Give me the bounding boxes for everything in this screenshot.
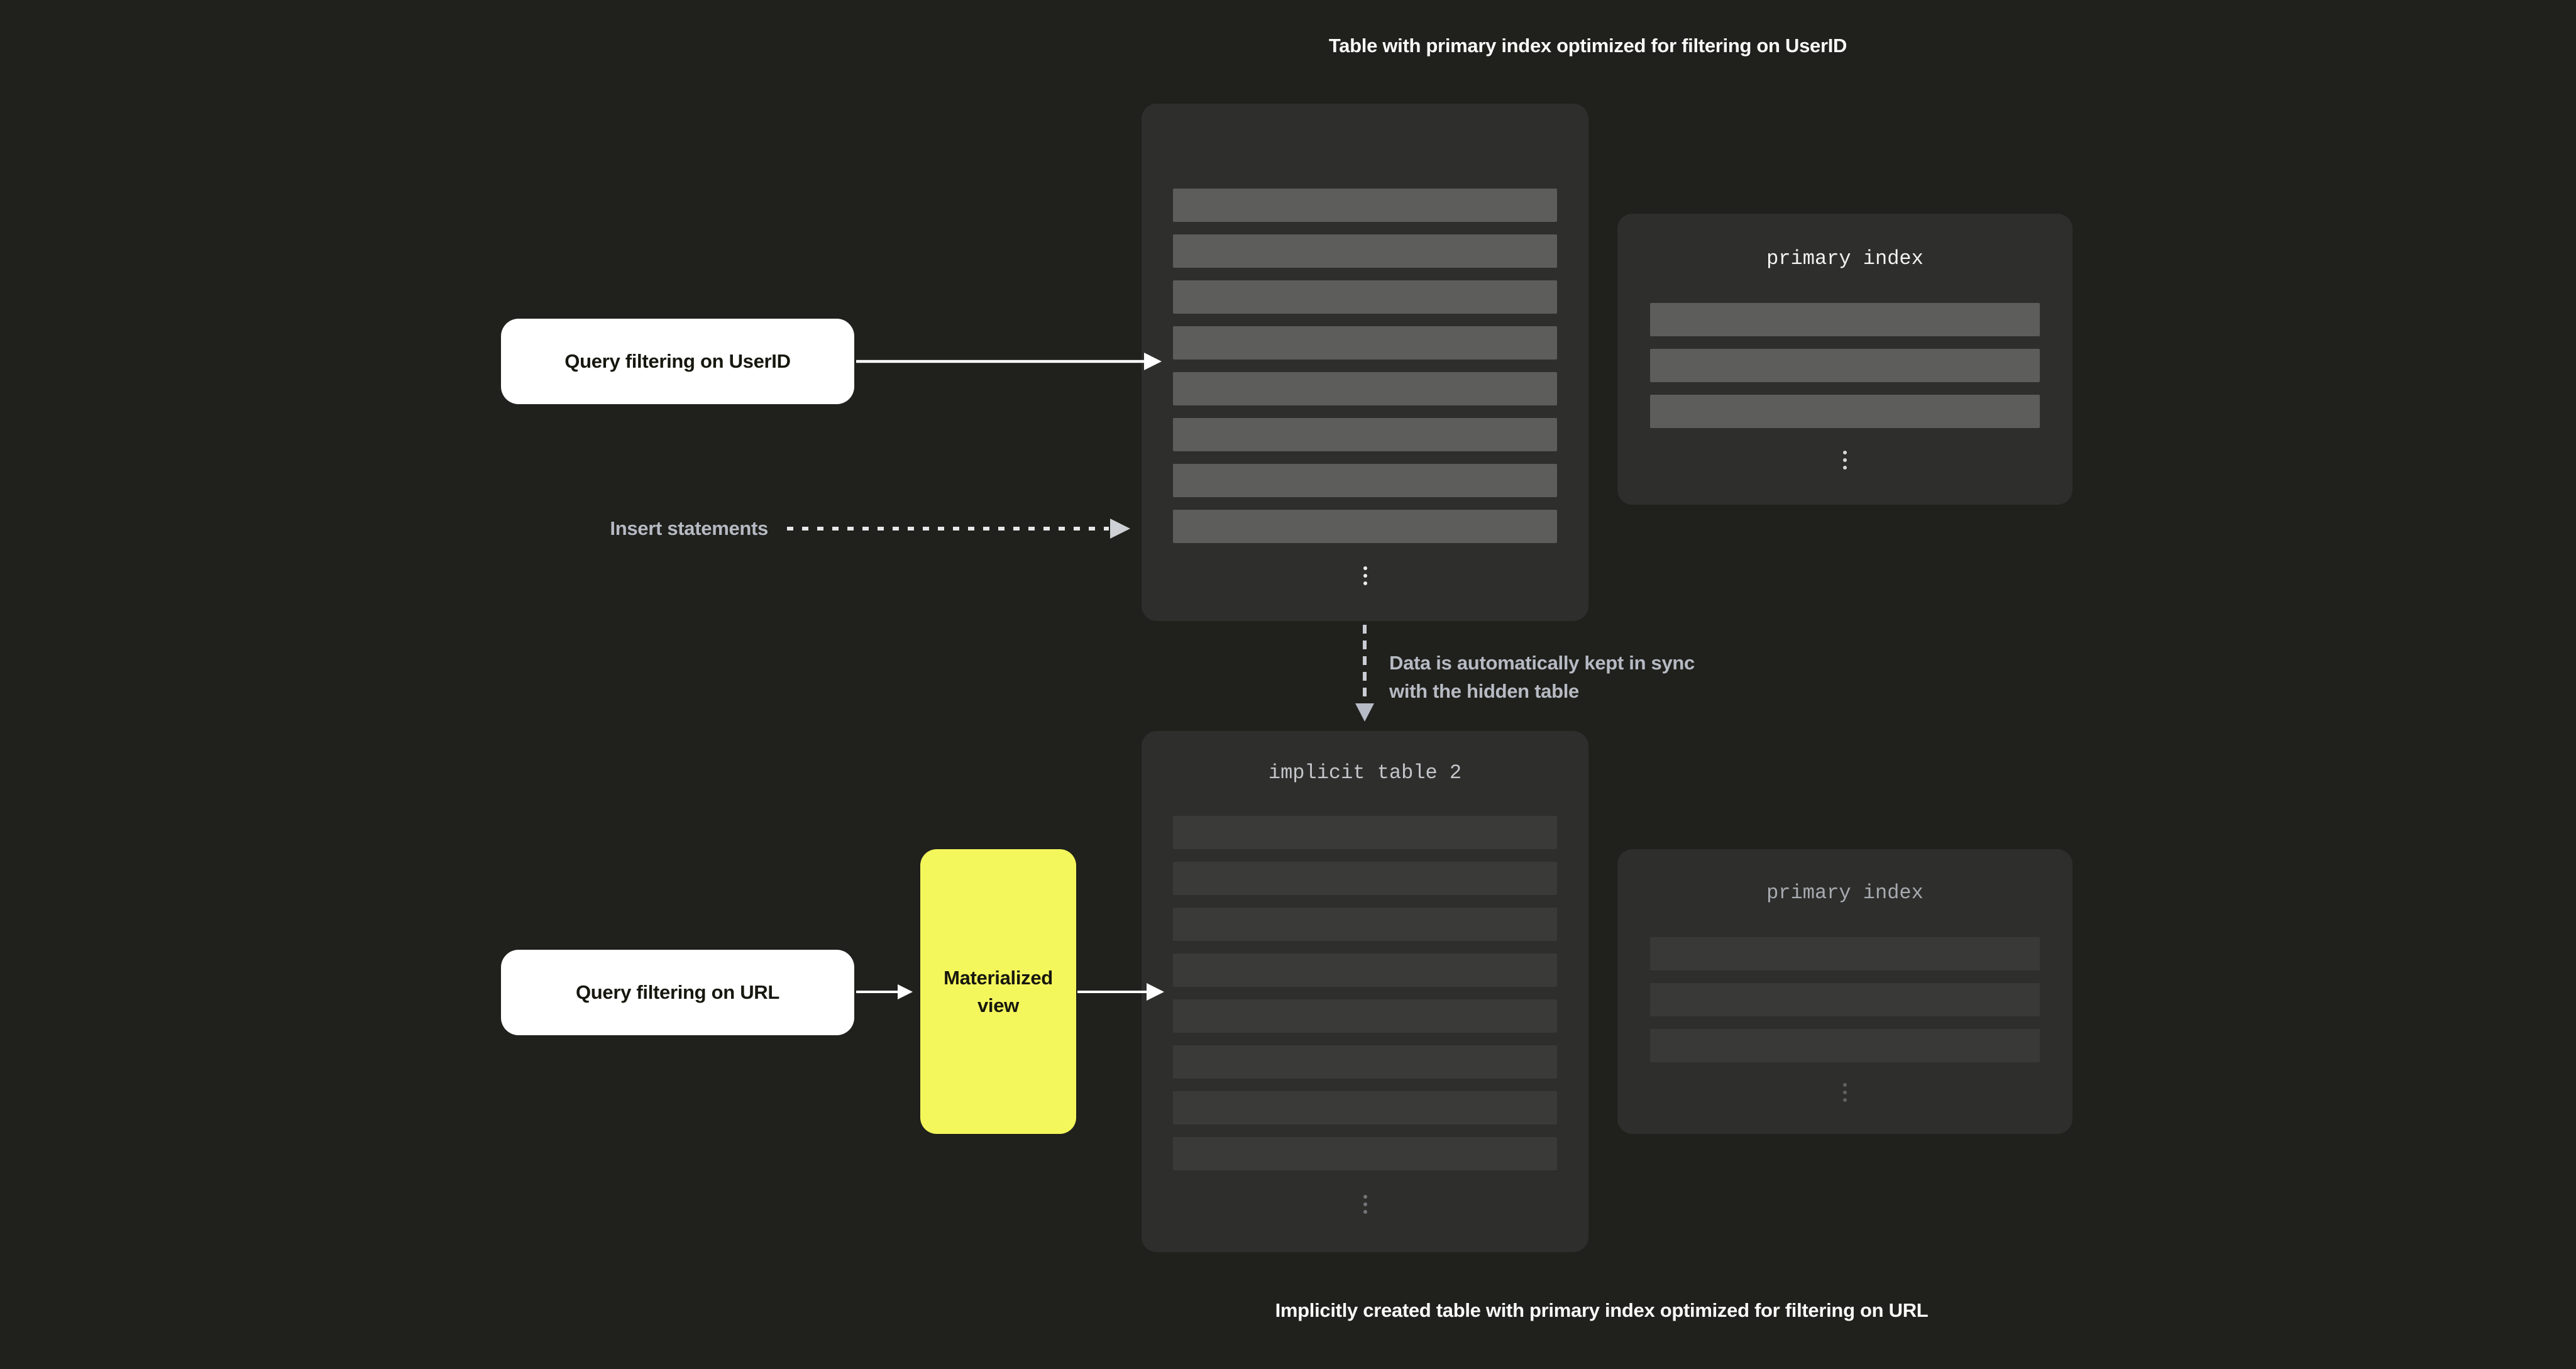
caption-bottom: Implicitly created table with primary in… [1275, 1299, 1929, 1321]
table1-row [1173, 234, 1557, 268]
table1-row [1173, 464, 1557, 497]
index2-row [1650, 937, 2040, 970]
primary-index-2-ellipsis-icon [1617, 1083, 2072, 1102]
table1-row [1173, 418, 1557, 451]
table2-row [1173, 1137, 1557, 1170]
caption-top: Table with primary index optimized for f… [1328, 35, 1847, 57]
table1-row [1173, 326, 1557, 360]
primary-index-2-rows [1650, 937, 2040, 1062]
table1-row [1173, 189, 1557, 222]
index2-row [1650, 983, 2040, 1016]
sync-note-line2: with the hidden table [1389, 680, 1579, 702]
dot [1843, 458, 1847, 462]
implicit-table2-title: implicit table 2 [1268, 761, 1462, 784]
table1-row [1173, 372, 1557, 405]
dot [1843, 1098, 1847, 1102]
table2-row [1173, 908, 1557, 941]
table1-panel: table 1 [1142, 104, 1588, 621]
primary-index-1-ellipsis-icon [1617, 451, 2072, 470]
sync-note-label: Data is automatically kept in sync with … [1389, 649, 1695, 705]
table2-row [1173, 954, 1557, 987]
insert-statements-label: Insert statements [610, 517, 768, 539]
dot [1363, 574, 1367, 578]
primary-index-2-title: primary index [1766, 881, 1924, 904]
sync-note-line1: Data is automatically kept in sync [1389, 652, 1695, 674]
arrow-query-url-to-view [856, 984, 913, 999]
table2-row [1173, 816, 1557, 849]
dot [1363, 581, 1367, 585]
dot [1843, 1091, 1847, 1094]
table2-row [1173, 1045, 1557, 1079]
primary-index-1-rows [1650, 303, 2040, 428]
query-filtering-userid-node: Query filtering on UserID [501, 319, 854, 404]
dot [1843, 466, 1847, 470]
primary-index-1-panel: primary index [1617, 214, 2072, 505]
table2-row [1173, 1091, 1557, 1124]
index1-row [1650, 303, 2040, 336]
dot [1363, 1210, 1367, 1214]
table1-row [1173, 510, 1557, 543]
arrow-sync-dashed-down [1355, 625, 1374, 722]
table2-row [1173, 999, 1557, 1033]
table1-ellipsis-icon [1142, 566, 1588, 585]
table2-row [1173, 862, 1557, 895]
index2-row [1650, 1029, 2040, 1062]
dot [1843, 451, 1847, 454]
dot [1363, 1202, 1367, 1206]
materialized-view-node: Materialized view [920, 849, 1076, 1134]
table1-row [1173, 280, 1557, 314]
primary-index-1-title: primary index [1766, 247, 1924, 270]
implicit-table2-rows [1173, 816, 1557, 1170]
table1-rows [1173, 189, 1557, 543]
arrow-insert-statements-dashed [787, 519, 1130, 539]
dot [1843, 1083, 1847, 1087]
dot [1363, 1195, 1367, 1199]
query-filtering-url-node: Query filtering on URL [501, 950, 854, 1035]
dot [1363, 566, 1367, 570]
primary-index-2-panel: primary index [1617, 849, 2072, 1134]
arrow-query-userid-to-table1 [856, 353, 1162, 370]
implicit-table2-panel: implicit table 2 [1142, 731, 1588, 1252]
index1-row [1650, 395, 2040, 428]
index1-row [1650, 349, 2040, 382]
implicit-table2-ellipsis-icon [1142, 1195, 1588, 1214]
